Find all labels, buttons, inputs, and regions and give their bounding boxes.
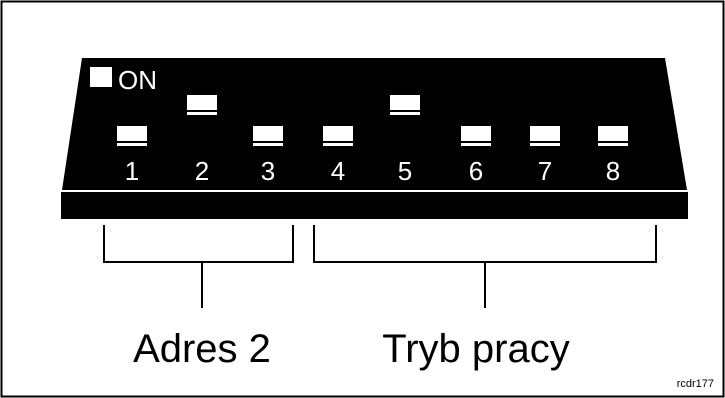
switch-7: 7	[530, 126, 560, 186]
switch-knob	[461, 126, 491, 141]
switch-number-label: 3	[261, 156, 275, 186]
switch-knob-base	[461, 143, 491, 146]
figure-id: rcdr177	[677, 378, 714, 390]
switch-knob	[598, 126, 628, 141]
switch-number-label: 5	[398, 156, 412, 186]
switch-knob	[187, 95, 217, 110]
switch-knob-base	[117, 143, 147, 146]
switch-knob	[253, 126, 283, 141]
switch-knob-base	[530, 143, 560, 146]
switch-4: 4	[323, 126, 353, 186]
switch-number-label: 1	[125, 156, 139, 186]
group-bracket-address	[103, 225, 294, 308]
switch-number-label: 7	[538, 156, 552, 186]
on-square-icon	[90, 67, 112, 87]
switch-number-label: 4	[331, 156, 345, 186]
switch-3: 3	[253, 126, 283, 186]
switch-knob	[530, 126, 560, 141]
switch-knob-base	[253, 143, 283, 146]
switch-knob-base	[390, 112, 420, 115]
switch-knob-base	[598, 143, 628, 146]
switch-5: 5	[390, 95, 420, 186]
switch-knob	[117, 126, 147, 141]
on-indicator: ON	[90, 65, 157, 95]
dip-switch-body	[61, 58, 688, 219]
switch-number-label: 2	[195, 156, 209, 186]
switch-row: 1 2 3 4 5 6 7 8	[117, 95, 628, 186]
switch-2: 2	[187, 95, 217, 186]
switch-6: 6	[461, 126, 491, 186]
group-bracket-mode	[313, 225, 657, 308]
switch-number-label: 6	[469, 156, 483, 186]
on-label: ON	[118, 65, 157, 95]
switch-knob	[390, 95, 420, 110]
switch-8: 8	[598, 126, 628, 186]
switch-knob-base	[187, 112, 217, 115]
switch-knob-base	[323, 143, 353, 146]
switch-1: 1	[117, 126, 147, 186]
group-label-address: Adres 2	[133, 327, 271, 371]
switch-knob	[323, 126, 353, 141]
group-label-mode: Tryb pracy	[382, 327, 569, 371]
switch-number-label: 8	[606, 156, 620, 186]
